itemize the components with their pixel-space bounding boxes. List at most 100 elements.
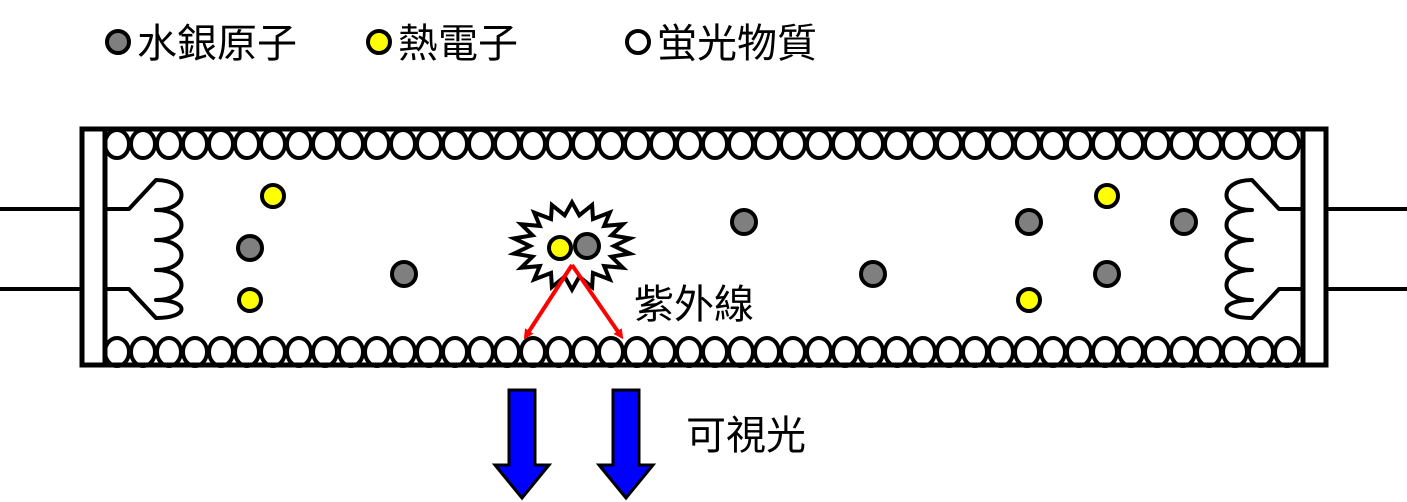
phosphor-particle bbox=[519, 336, 547, 368]
phosphor-particle bbox=[519, 128, 547, 160]
ultraviolet-label: 紫外線 bbox=[634, 282, 754, 328]
phosphor-particle bbox=[467, 336, 495, 368]
phosphor-particle bbox=[597, 128, 625, 160]
phosphor-particle bbox=[103, 128, 131, 160]
phosphor-particle bbox=[441, 128, 469, 160]
phosphor-particle bbox=[337, 336, 365, 368]
phosphor-particle bbox=[727, 128, 755, 160]
phosphor-particle bbox=[1221, 128, 1249, 160]
filament-left bbox=[105, 178, 184, 320]
phosphor-particle bbox=[727, 336, 755, 368]
phosphor-particle bbox=[389, 128, 417, 160]
thermal-electron bbox=[547, 235, 573, 261]
mercury-atom bbox=[236, 234, 264, 262]
phosphor-particle bbox=[415, 336, 443, 368]
phosphor-particle bbox=[467, 128, 495, 160]
phosphor-particle bbox=[857, 128, 885, 160]
phosphor-particle bbox=[337, 128, 365, 160]
uv-arrow-right bbox=[570, 263, 624, 340]
phosphor-particle bbox=[1065, 128, 1093, 160]
phosphor-particle bbox=[1117, 336, 1145, 368]
phosphor-particle bbox=[857, 336, 885, 368]
filament-right bbox=[1224, 178, 1303, 320]
phosphor-particle bbox=[831, 336, 859, 368]
phosphor-particle bbox=[1143, 128, 1171, 160]
phosphor-icon bbox=[625, 29, 651, 55]
phosphor-particle bbox=[545, 128, 573, 160]
phosphor-particle bbox=[1195, 336, 1223, 368]
phosphor-particle bbox=[883, 336, 911, 368]
mercury-atom bbox=[573, 232, 601, 260]
legend-item-mercury: 水銀原子 bbox=[105, 21, 297, 67]
legend-item-phosphor: 蛍光物質 bbox=[625, 21, 817, 67]
phosphor-particle bbox=[1195, 128, 1223, 160]
phosphor-particle bbox=[389, 336, 417, 368]
phosphor-particle bbox=[597, 336, 625, 368]
thermal-electron bbox=[237, 287, 263, 313]
phosphor-particle bbox=[155, 128, 183, 160]
legend: 水銀原子 熱電子 蛍光物質 bbox=[105, 21, 817, 67]
phosphor-particle bbox=[1143, 336, 1171, 368]
electron-icon bbox=[366, 29, 392, 55]
phosphor-particle bbox=[571, 128, 599, 160]
phosphor-particle bbox=[831, 128, 859, 160]
phosphor-particle bbox=[1013, 128, 1041, 160]
mercury-atom bbox=[1093, 260, 1121, 288]
mercury-atom bbox=[859, 260, 887, 288]
phosphor-particle bbox=[233, 336, 261, 368]
phosphor-particle bbox=[675, 336, 703, 368]
phosphor-particle bbox=[1221, 336, 1249, 368]
tube-outline bbox=[79, 126, 1329, 368]
phosphor-particle bbox=[285, 336, 313, 368]
phosphor-particle bbox=[1273, 128, 1301, 160]
mercury-atom-icon bbox=[105, 29, 131, 55]
mercury-atom bbox=[1015, 208, 1043, 236]
phosphor-particle bbox=[753, 336, 781, 368]
phosphor-particle bbox=[987, 336, 1015, 368]
phosphor-particle bbox=[935, 336, 963, 368]
phosphor-particle bbox=[545, 336, 573, 368]
phosphor-coating-bottom bbox=[103, 336, 1301, 368]
phosphor-particle bbox=[493, 128, 521, 160]
phosphor-particle bbox=[779, 336, 807, 368]
phosphor-particle bbox=[805, 336, 833, 368]
phosphor-particle bbox=[701, 128, 729, 160]
phosphor-particle bbox=[441, 336, 469, 368]
phosphor-particle bbox=[103, 336, 131, 368]
mercury-atom bbox=[390, 260, 418, 288]
phosphor-particle bbox=[883, 128, 911, 160]
phosphor-particle bbox=[363, 336, 391, 368]
phosphor-particle bbox=[285, 128, 313, 160]
phosphor-particle bbox=[181, 128, 209, 160]
phosphor-particle bbox=[1247, 336, 1275, 368]
phosphor-particle bbox=[961, 336, 989, 368]
thermal-electron bbox=[260, 183, 286, 209]
phosphor-particle bbox=[675, 128, 703, 160]
phosphor-particle bbox=[701, 336, 729, 368]
phosphor-particle bbox=[935, 128, 963, 160]
thermal-electron bbox=[1016, 287, 1042, 313]
legend-item-electron: 熱電子 bbox=[366, 21, 518, 67]
phosphor-particle bbox=[259, 128, 287, 160]
phosphor-particle bbox=[623, 128, 651, 160]
phosphor-particle bbox=[571, 336, 599, 368]
legend-label-electron: 熱電子 bbox=[398, 21, 518, 67]
visible-light-arrow-right bbox=[595, 388, 657, 501]
phosphor-particle bbox=[311, 336, 339, 368]
phosphor-particle bbox=[753, 128, 781, 160]
phosphor-particle bbox=[779, 128, 807, 160]
phosphor-particle bbox=[207, 128, 235, 160]
phosphor-particle bbox=[987, 128, 1015, 160]
legend-label-mercury: 水銀原子 bbox=[137, 21, 297, 67]
phosphor-particle bbox=[909, 336, 937, 368]
phosphor-particle bbox=[233, 128, 261, 160]
phosphor-particle bbox=[259, 336, 287, 368]
phosphor-particle bbox=[909, 128, 937, 160]
phosphor-particle bbox=[1117, 128, 1145, 160]
phosphor-particle bbox=[155, 336, 183, 368]
visible-light-label: 可視光 bbox=[686, 413, 806, 459]
lead-wires bbox=[0, 207, 1407, 291]
phosphor-particle bbox=[311, 128, 339, 160]
thermal-electron bbox=[1094, 183, 1120, 209]
glass-tube bbox=[79, 126, 1329, 368]
